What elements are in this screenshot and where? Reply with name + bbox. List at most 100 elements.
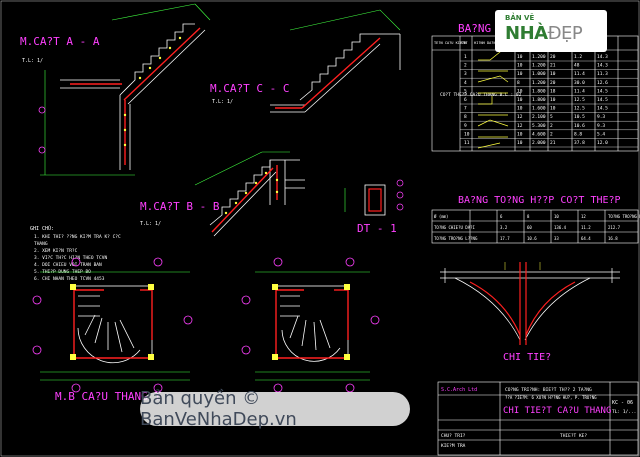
summary-cell: 33 [554, 236, 559, 241]
steel-cell: 1.2 [574, 54, 582, 60]
steel-cell: 4 [464, 80, 467, 86]
summary-cell: 16.8 [608, 236, 618, 241]
steel-cell: 1.200 [532, 63, 546, 69]
steel-cell: 5.4 [597, 131, 605, 137]
logo-suffix: ĐẸP [547, 23, 583, 44]
steel-cell: 30.0 [574, 80, 585, 86]
steel-cell: 12 [517, 123, 523, 129]
summary-header-cell: 12 [581, 214, 586, 219]
steel-cell: 10.5 [574, 114, 585, 120]
steel-cell: 2 [550, 131, 553, 137]
summary-cell: 64.4 [581, 236, 591, 241]
steel-cell: 8 [464, 114, 467, 120]
steel-header-cell: HI?NH DA?NG [474, 41, 498, 45]
role-3: THIE?T KE? [560, 433, 587, 439]
summary-cell: 17.7 [500, 236, 510, 241]
steel-cell: 9 [464, 123, 467, 129]
steel-cell: 2 [550, 123, 553, 129]
section-b-title: M.CA?T B - B [140, 200, 220, 213]
drawing-title: CHI TIE?T CA?U THANG [503, 406, 611, 416]
summary-cell: TO?NG CHIE?U DA?I [434, 225, 476, 230]
steel-cell: 10 [517, 54, 523, 60]
summary-cell: 136.4 [554, 225, 567, 230]
detail-fan-drawing: CHI TIE? [440, 262, 620, 363]
detail-dt-title: DT - 1 [357, 222, 397, 235]
sheet-number: KC - 06 [612, 400, 633, 406]
steel-cell: 14.3 [597, 63, 608, 69]
summary-table-title: BA?NG TO?NG H??P CO?T THE?P [458, 195, 621, 206]
steel-cell: 8.8 [574, 131, 582, 137]
note-line: 4. DOI CHIEU VOI TRAN BAN [34, 262, 102, 268]
summary-cell: TO?NG TRO?NG L??NG [434, 236, 478, 241]
steel-cell: 5 [464, 88, 467, 94]
stair-plan-2 [241, 257, 380, 393]
section-c-scale: T.L: 1/ [212, 99, 233, 105]
steel-cell: 12.5 [574, 106, 585, 112]
steel-cell: 9.3 [597, 123, 605, 129]
steel-cell: 14.3 [597, 54, 608, 60]
steel-cell: 10 [517, 71, 523, 77]
steel-cell: 12.0 [597, 140, 608, 146]
steel-cell: 10 [464, 131, 470, 137]
steel-cell: 37.8 [574, 140, 585, 146]
section-c-title: M.CA?T C - C [210, 82, 289, 95]
steel-cell: 14.5 [597, 97, 608, 103]
steel-cell: 21 [550, 140, 556, 146]
steel-cell: 11.4 [574, 88, 585, 94]
project-name: CO?NG TRI?NH: BIE?T TH?? 2 TA?NG [505, 387, 592, 393]
steel-cell: 2.100 [532, 114, 546, 120]
logo-top-text: BẢN VẼ [505, 14, 535, 22]
logo-main: NHÀ [505, 23, 548, 44]
section-a-a: M.CA?T A - A T.L: 1/ [20, 3, 211, 176]
general-notes: GHI CHÚ: 1. KHI THI? ??NG KI?M TRA K? C… [30, 225, 121, 282]
steel-cell: 10 [550, 71, 556, 77]
note-line: THANG [34, 241, 48, 247]
steel-cell: 10 [517, 97, 523, 103]
summary-header-cell: 8 [527, 214, 530, 219]
steel-cell: 21 [550, 63, 556, 69]
steel-cell: 4.600 [532, 131, 546, 137]
detail-title: CHI TIE? [503, 352, 551, 363]
section-b-b: M.CA?T B - B T.L: 1/ [140, 151, 305, 237]
steel-cell: 14.5 [597, 106, 608, 112]
stair-plan-1 [32, 257, 193, 393]
steel-cell: 12.6 [597, 80, 608, 86]
steel-cell: 48 [574, 63, 580, 69]
role-2: KIE?M TRA [441, 443, 466, 449]
summary-cell: 10.6 [527, 236, 537, 241]
steel-header-cell: TE?N CA?U KIE?N [434, 41, 466, 45]
steel-cell: 20 [550, 54, 556, 60]
section-a-scale: T.L: 1/ [22, 58, 43, 64]
steel-cell: 9.3 [597, 114, 605, 120]
steel-cell: 12 [517, 114, 523, 120]
steel-cell: 2 [464, 63, 467, 69]
steel-cell: 7 [464, 106, 467, 112]
section-a-title: M.CA?T A - A [20, 35, 100, 48]
steel-cell: 1 [464, 54, 467, 60]
steel-cell: 10 [517, 63, 523, 69]
summary-header-cell: 6 [500, 214, 503, 219]
steel-cell: 2.000 [532, 140, 546, 146]
steel-cell: 10 [517, 88, 523, 94]
steel-cell: 5 [550, 114, 553, 120]
steel-cell: 20 [550, 80, 556, 86]
steel-cell: 1.000 [532, 71, 546, 77]
steel-cell: 10 [550, 106, 556, 112]
notes-header: GHI CHÚ: [30, 225, 54, 232]
steel-cell: 11.3 [597, 71, 608, 77]
steel-cell: 18 [550, 88, 556, 94]
section-c-c: M.CA?T C - C T.L: 1/ [210, 9, 401, 113]
steel-cell: 14.5 [597, 88, 608, 94]
steel-cell: 10 [550, 97, 556, 103]
steel-cell: 10.6 [574, 123, 585, 129]
role-1: CHU? TRI? [441, 433, 466, 439]
project-address: ??A ?IE?M: 6 XU?N H??NG HU?, P. TRU?NG [505, 395, 597, 400]
steel-cell: 12.5 [574, 97, 585, 103]
note-line: 2. XEM KI?N TR?C [34, 248, 78, 254]
steel-cell: 11 [464, 140, 470, 146]
copyright-watermark: Bản quyền © BanVeNhaDep.vn [140, 388, 410, 430]
section-b-scale: T.L: 1/ [140, 221, 161, 227]
steel-cell: 10 [517, 106, 523, 112]
plan-title: M.B CA?U THANG T [55, 390, 161, 403]
